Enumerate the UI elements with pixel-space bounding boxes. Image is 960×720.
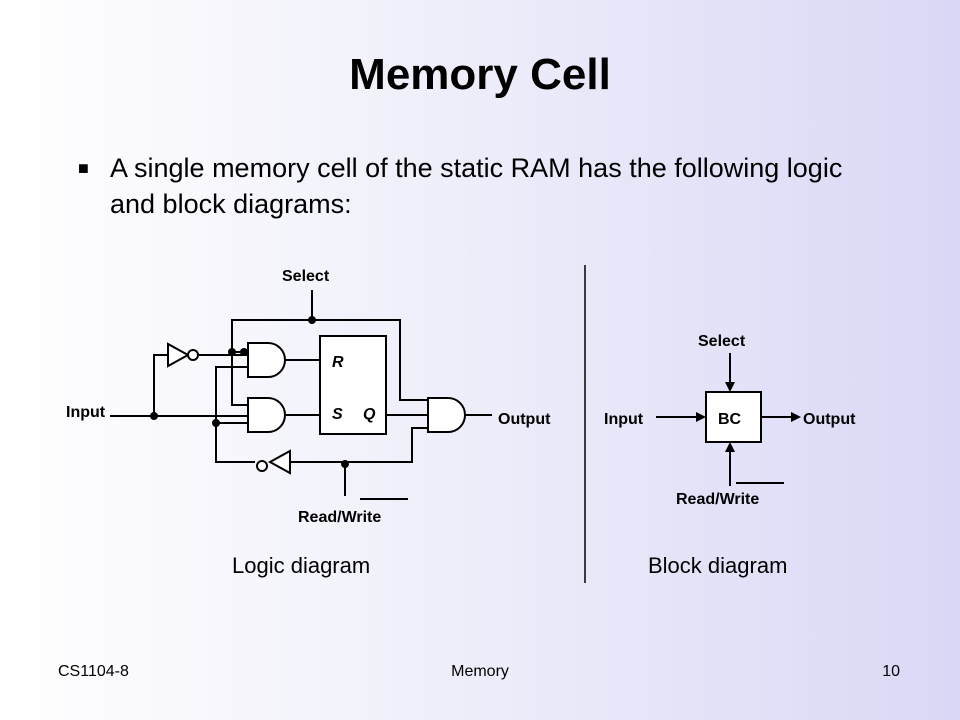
read-write-inverter (267, 449, 291, 475)
bc-label: BC (718, 411, 742, 428)
top-and-input-dot (240, 348, 248, 356)
logic-select-label: Select (282, 268, 330, 285)
input-inverter-bubble (187, 349, 199, 361)
footer-topic: Memory (451, 663, 509, 680)
flip-flop-r-label: R (332, 354, 344, 371)
logic-diagram: Select Input Output Read/Write (66, 268, 551, 578)
footer-page-number: 10 (882, 663, 900, 680)
and-gate-s (247, 397, 286, 433)
logic-output-label: Output (498, 411, 551, 428)
flip-flop-s-label: S (332, 406, 343, 423)
block-select-arrowhead (725, 382, 735, 392)
footer-course: CS1104-8 (58, 663, 129, 680)
logic-input-label: Input (66, 404, 106, 421)
logic-read-write-label: Read/Write (298, 509, 381, 526)
select-drop-wire (231, 338, 248, 406)
select-and-junction-dot (228, 348, 236, 356)
input-branch-wire (153, 354, 168, 416)
block-diagram: Select Input BC Output Read/Write Block … (604, 333, 856, 578)
flip-flop-q-label: Q (363, 406, 376, 423)
square-bullet-icon: ■ (78, 158, 89, 178)
read-write-inverter-bubble (256, 460, 268, 472)
select-bus-wire (231, 319, 428, 401)
block-diagram-caption: Block diagram (648, 553, 787, 578)
bullet-text: A single memory cell of the static RAM h… (110, 153, 843, 219)
block-output-arrowhead (791, 412, 801, 422)
slide-title: Memory Cell (349, 50, 611, 99)
read-write-feedback-wire (215, 366, 255, 463)
block-select-label: Select (698, 333, 746, 350)
and-gate-r (247, 342, 286, 378)
block-read-write-label: Read/Write (676, 491, 759, 508)
input-inverter (167, 342, 191, 368)
block-input-arrowhead (696, 412, 706, 422)
read-write-junction-dot (341, 460, 349, 468)
select-junction-dot (308, 316, 316, 324)
bc-box (705, 391, 762, 443)
block-read-write-arrowhead (725, 442, 735, 452)
block-input-label: Input (604, 411, 644, 428)
output-rw-wire (290, 427, 428, 463)
output-and-gate (427, 397, 466, 433)
rs-flip-flop (319, 335, 387, 435)
logic-diagram-caption: Logic diagram (232, 553, 370, 578)
block-output-label: Output (803, 411, 856, 428)
